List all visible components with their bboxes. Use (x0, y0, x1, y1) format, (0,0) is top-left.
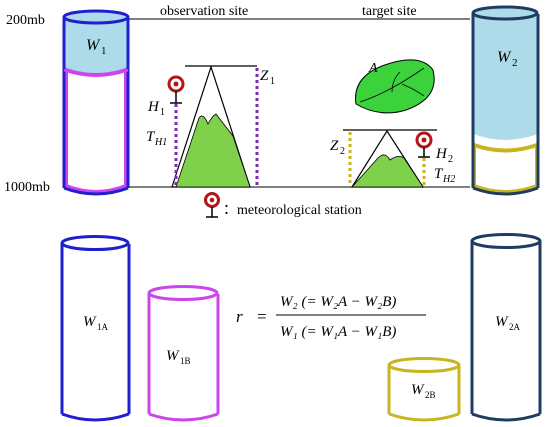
svg-text:W: W (86, 37, 101, 54)
svg-text:H2: H2 (442, 174, 455, 185)
label-h1: H 1 (147, 99, 165, 118)
label-w2a: W 2A (495, 314, 521, 332)
svg-text:T: T (146, 129, 156, 145)
svg-text:2A: 2A (509, 322, 521, 332)
station-legend-icon (204, 192, 220, 218)
label-z2: Z 2 (330, 138, 345, 157)
svg-text:2: 2 (448, 154, 453, 165)
target-mountain (343, 129, 437, 188)
svg-text:W: W (83, 314, 97, 330)
label-w1: W 1 (86, 37, 107, 57)
label-th2: T H2 (434, 166, 455, 185)
label-w1b: W 1B (166, 348, 191, 366)
svg-text:Z: Z (330, 138, 339, 154)
cylinder-w1a (60, 235, 131, 422)
svg-text:H: H (147, 99, 160, 115)
observation-site-label: observation site (160, 4, 248, 19)
label-th1: T H1 (146, 129, 167, 148)
formula-equals: = (257, 307, 267, 326)
svg-text:T: T (434, 166, 444, 182)
svg-text:H: H (435, 146, 448, 162)
cylinder-w2b (387, 357, 461, 422)
ratio-formula: r = W₂ (= W₂A − W₂B) W₁ (= W₁A − W₁B) (236, 294, 426, 340)
station-legend-text: ：meteorological station (223, 203, 362, 218)
cylinder-w2-total (471, 5, 540, 196)
svg-text:W: W (166, 348, 180, 364)
svg-text:2B: 2B (425, 390, 436, 400)
observation-mountain (171, 65, 257, 188)
svg-text:W: W (495, 314, 509, 330)
cylinder-w1-total (62, 9, 130, 196)
svg-text:1: 1 (160, 107, 165, 118)
svg-text:1: 1 (270, 76, 275, 87)
label-leaf-a: A (368, 61, 378, 76)
svg-text:W: W (497, 49, 512, 66)
cylinder-w1b (147, 285, 220, 422)
svg-text:2: 2 (512, 57, 518, 69)
label-1000mb: 1000mb (4, 180, 50, 195)
svg-text:1A: 1A (97, 322, 109, 332)
svg-text:W: W (411, 382, 425, 398)
svg-text:2: 2 (340, 146, 345, 157)
svg-text:1B: 1B (180, 356, 191, 366)
station-marker-observation (167, 75, 185, 104)
label-w2: W 2 (497, 49, 518, 69)
label-h2: H 2 (435, 146, 453, 165)
label-w1a: W 1A (83, 314, 109, 332)
formula-r: r (236, 307, 243, 326)
target-site-label: target site (362, 4, 417, 19)
formula-denominator: W₁ (= W₁A − W₁B) (280, 324, 396, 340)
svg-text:Z: Z (260, 68, 269, 84)
station-marker-target (415, 131, 433, 158)
label-200mb: 200mb (6, 13, 45, 28)
cylinder-w2a (470, 233, 542, 422)
formula-numerator: W₂ (= W₂A − W₂B) (280, 294, 396, 310)
leaf-a (355, 59, 435, 114)
svg-text:1: 1 (101, 45, 107, 57)
svg-text:H1: H1 (154, 137, 167, 148)
label-w2b: W 2B (411, 382, 436, 400)
label-z1: Z 1 (260, 68, 275, 87)
